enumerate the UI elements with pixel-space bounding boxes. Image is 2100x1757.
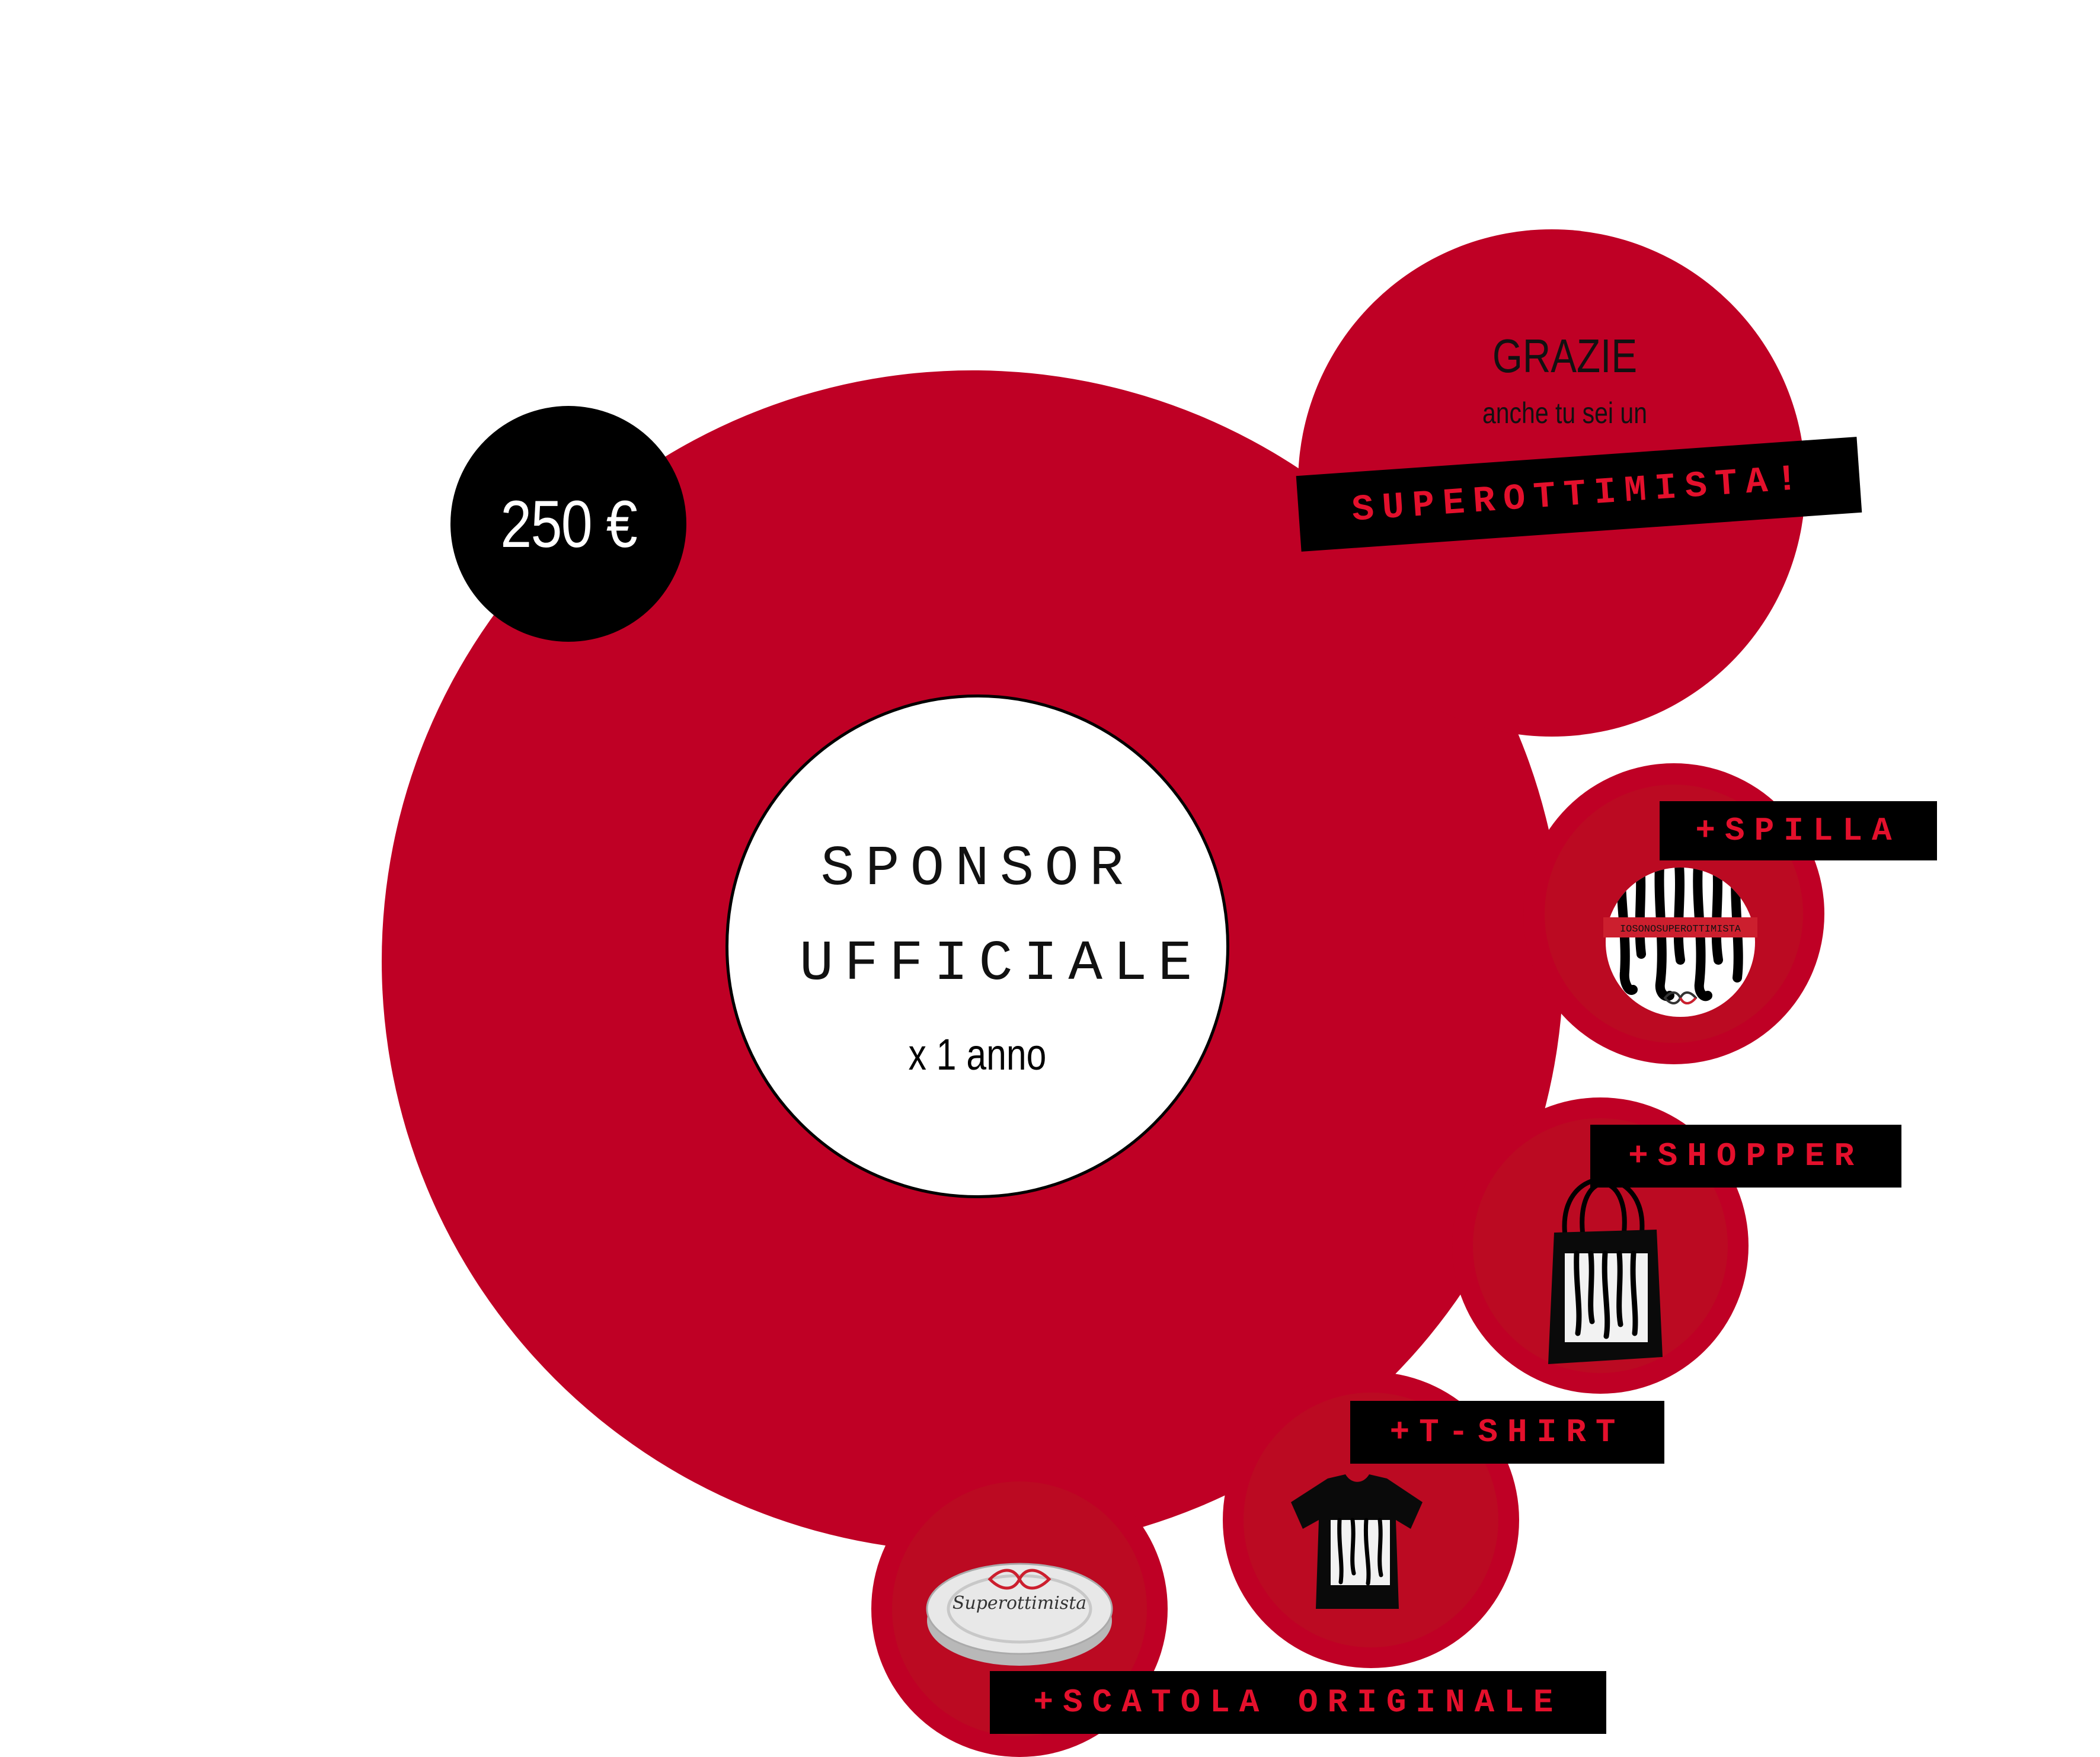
pin-text: IOSONOSUPEROTTIMISTA xyxy=(1620,924,1741,935)
reward-banner-shopper: +SHOPPER xyxy=(1590,1125,1901,1188)
sponsor-title-line1: SPONSOR xyxy=(820,837,1134,901)
price-badge: 250 € xyxy=(450,406,686,642)
box-text: Superottimista xyxy=(952,1593,1086,1614)
price-label: 250 € xyxy=(500,487,637,561)
sponsor-duration: x 1 anno xyxy=(908,1030,1047,1079)
thanks-subtitle: anche tu sei un xyxy=(1482,396,1648,430)
pin-icon: IOSONOSUPEROTTIMISTA xyxy=(1603,868,1757,1017)
tshirt-icon xyxy=(1291,1474,1423,1609)
reward-banner-scatola: +SCATOLA ORIGINALE xyxy=(990,1671,1606,1734)
thanks-title: GRAZIE xyxy=(1492,329,1638,382)
tin-box-icon: Superottimista xyxy=(926,1563,1113,1666)
reward-banner-tshirt: +T-SHIRT xyxy=(1350,1401,1664,1464)
tote-bag-icon xyxy=(1548,1177,1663,1364)
sponsor-title-line2: UFFICIALE xyxy=(799,932,1203,996)
reward-banner-spilla: +SPILLA xyxy=(1660,801,1937,860)
sponsor-center-disc: SPONSOR UFFICIALE x 1 anno xyxy=(725,695,1229,1198)
